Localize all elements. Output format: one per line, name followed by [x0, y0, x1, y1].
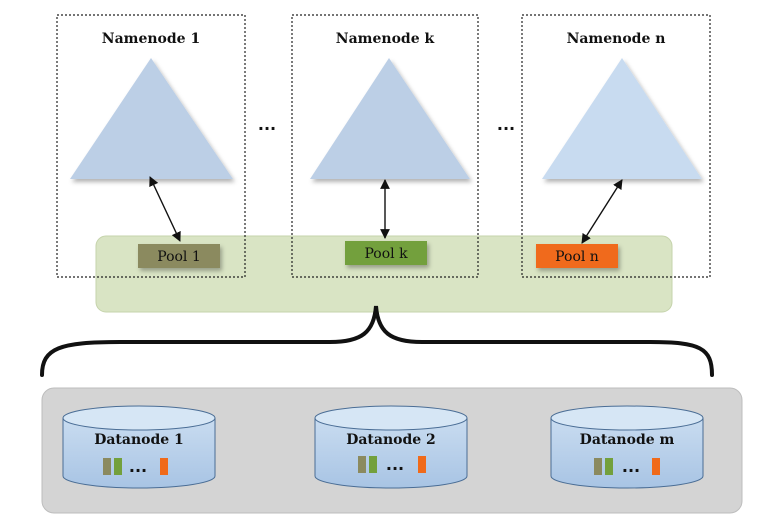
namenode-box-1: [56, 14, 246, 278]
namenode-box-k: [291, 14, 479, 278]
pool-k-label: Pool k: [364, 246, 408, 262]
datanode-1-block-orange: [160, 458, 168, 475]
namenode-title-n: Namenode n: [567, 31, 666, 47]
namenode-ellipsis-2: ...: [497, 115, 515, 134]
datanode-2-block-green: [369, 456, 377, 473]
namenode-ellipsis-1: ...: [258, 115, 276, 134]
pool-n: Pool n: [536, 244, 618, 268]
datanode-m-block-olive: [594, 458, 602, 475]
pool-k: Pool k: [345, 241, 427, 265]
datanode-1-label: Datanode 1: [94, 432, 184, 448]
namenode-title-1: Namenode 1: [102, 31, 200, 47]
datanode-2-block-olive: [358, 456, 366, 473]
datanode-2-label: Datanode 2: [346, 432, 436, 448]
datanode-m-label: Datanode m: [580, 432, 675, 448]
datanode-1-block-olive: [103, 458, 111, 475]
curly-brace: [40, 305, 714, 377]
namespace-triangle-k: [310, 58, 470, 179]
arrow-namenode-1-pool: [149, 176, 181, 242]
namespace-triangle-1: [70, 58, 233, 179]
namenode-box-n: [521, 14, 711, 278]
datanode-2-ellipsis: ...: [386, 455, 404, 474]
pool-1-label: Pool 1: [157, 249, 201, 265]
namenode-title-k: Namenode k: [336, 31, 435, 47]
datanode-1-block-green: [114, 458, 122, 475]
pool-n-label: Pool n: [555, 249, 599, 265]
datanode-m: Datanode m ...: [550, 405, 704, 489]
namespace-triangle-n: [542, 58, 702, 179]
datanode-m-ellipsis: ...: [622, 457, 640, 476]
pool-1: Pool 1: [138, 244, 220, 268]
datanode-2: Datanode 2 ...: [314, 405, 468, 489]
datanode-m-block-orange: [652, 458, 660, 475]
datanode-2-block-orange: [418, 456, 426, 473]
datanode-m-block-green: [605, 458, 613, 475]
datanode-1: Datanode 1 ...: [62, 405, 216, 489]
datanode-1-ellipsis: ...: [129, 457, 147, 476]
arrow-namenode-n-pool: [581, 179, 623, 244]
